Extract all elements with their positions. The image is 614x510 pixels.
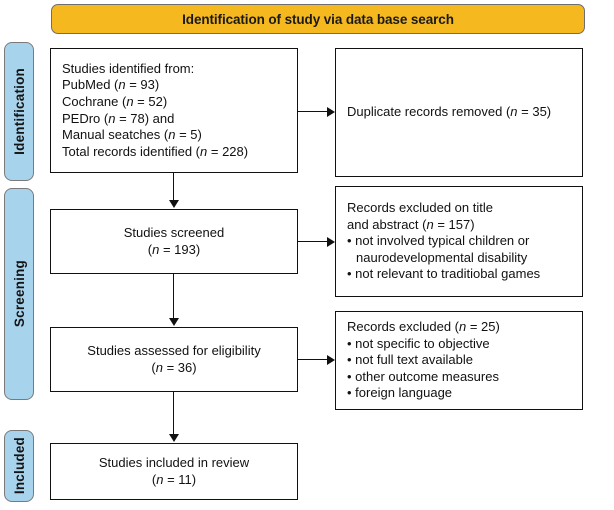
box-studies-identified-content: Studies identified from: PubMed (n = 93)…	[51, 49, 297, 172]
box-line: Studies screened	[123, 224, 225, 240]
box-line: Records excluded on title	[347, 200, 493, 216]
arrow-right-icon	[327, 237, 335, 247]
box-line: Duplicate records removed (n = 35)	[347, 104, 552, 120]
box-line: (n = 11)	[151, 471, 197, 487]
box-studies-identified: Studies identified from: PubMed (n = 93)…	[50, 48, 298, 173]
box-records-excluded-title-abstract-content: Records excluded on title and abstract (…	[336, 187, 582, 296]
connector-line-eligibility-to-included	[173, 392, 175, 435]
bullet-item: • not full text available	[347, 352, 473, 368]
arrow-right-icon	[327, 355, 335, 365]
box-line: Studies included in review	[98, 454, 250, 470]
bullet-item: • other outcome measures	[347, 368, 499, 384]
box-line: Manual seatches (n = 5)	[62, 127, 202, 143]
connector-line-eligibility-to-excluded	[298, 359, 328, 361]
box-line: and abstract (n = 157)	[347, 216, 475, 232]
arrow-down-icon	[169, 200, 179, 208]
box-studies-screened-content: Studies screened (n = 193)	[51, 210, 297, 273]
box-line: Studies identified from:	[62, 60, 195, 76]
box-records-excluded-fulltext: Records excluded (n = 25) • not specific…	[335, 311, 583, 410]
box-studies-included-review: Studies included in review (n = 11)	[50, 443, 298, 500]
box-line: PEDro (n = 78) and	[62, 110, 175, 126]
box-line: Total records identified (n = 228)	[62, 143, 249, 159]
arrow-down-icon	[169, 434, 179, 442]
box-line: Studies assessed for eligibility	[87, 342, 261, 358]
bullet-item: • not relevant to traditiobal games	[347, 266, 541, 282]
connector-line-screened-to-excluded	[298, 241, 328, 243]
box-line: (n = 36)	[151, 359, 197, 375]
box-studies-included-review-content: Studies included in review (n = 11)	[51, 444, 297, 499]
bullet-item-continuation: naurodevelopmental disability	[356, 249, 528, 265]
phase-tab-identification: Identification	[4, 42, 34, 181]
box-studies-assessed-eligibility: Studies assessed for eligibility (n = 36…	[50, 327, 298, 392]
box-duplicate-records-removed-content: Duplicate records removed (n = 35)	[336, 49, 582, 176]
box-line: (n = 193)	[147, 241, 201, 257]
box-records-excluded-fulltext-content: Records excluded (n = 25) • not specific…	[336, 312, 582, 409]
bullet-item: • foreign language	[347, 385, 453, 401]
box-line: Cochrane (n = 52)	[62, 93, 168, 109]
box-line: PubMed (n = 93)	[62, 77, 160, 93]
phase-tab-identification-label: Identification	[11, 68, 27, 155]
arrow-right-icon	[327, 107, 335, 117]
box-studies-screened: Studies screened (n = 193)	[50, 209, 298, 274]
phase-header-identification-banner: Identification of study via data base se…	[51, 4, 585, 34]
phase-tab-included-label: Included	[11, 437, 27, 495]
box-line: Records excluded (n = 25)	[347, 319, 500, 335]
connector-line-identified-to-duplicates	[298, 111, 328, 113]
box-studies-assessed-eligibility-content: Studies assessed for eligibility (n = 36…	[51, 328, 297, 391]
connector-line-screened-to-eligibility	[173, 274, 175, 319]
box-duplicate-records-removed: Duplicate records removed (n = 35)	[335, 48, 583, 177]
connector-line-identified-to-screened	[173, 173, 175, 201]
arrow-down-icon	[169, 318, 179, 326]
phase-tab-included: Included	[4, 430, 34, 502]
phase-tab-screening: Screening	[4, 188, 34, 400]
phase-tab-screening-label: Screening	[11, 260, 27, 328]
bullet-item: • not specific to objective	[347, 335, 490, 351]
bullet-item: • not involved typical children or	[347, 233, 530, 249]
phase-header-label: Identification of study via data base se…	[182, 11, 454, 27]
box-records-excluded-title-abstract: Records excluded on title and abstract (…	[335, 186, 583, 297]
